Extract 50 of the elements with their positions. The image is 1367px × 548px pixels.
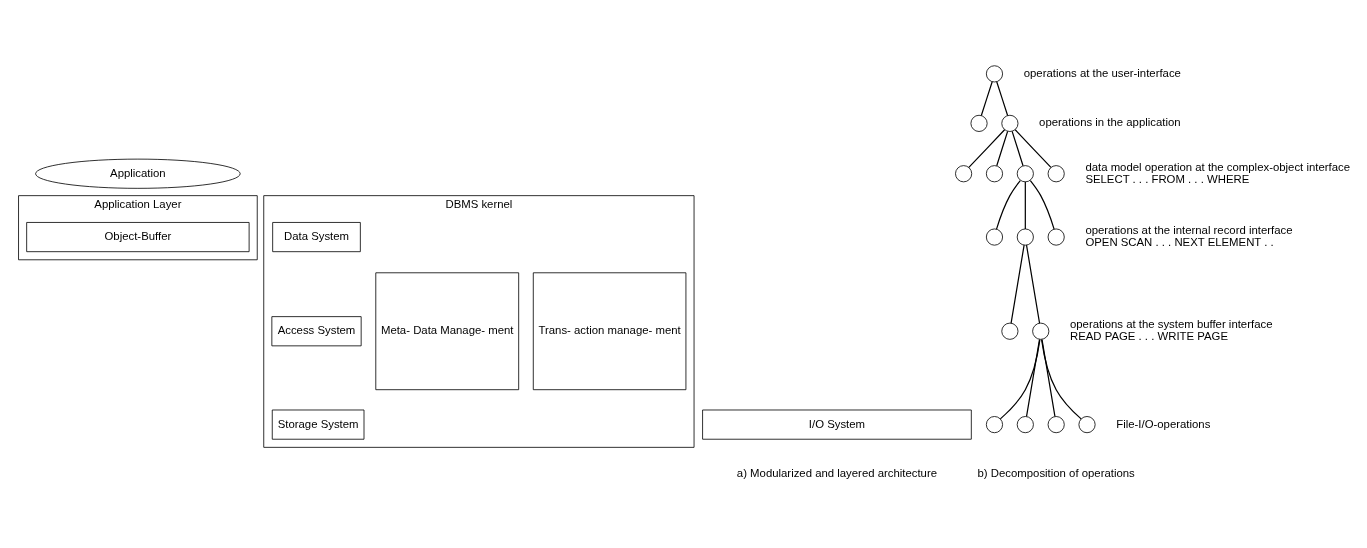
node-circle xyxy=(985,416,1003,434)
connector xyxy=(1011,130,1024,167)
node-box: I/O System xyxy=(702,409,972,440)
connector xyxy=(980,81,993,117)
label: SELECT . . . FROM . . . WHERE xyxy=(1085,172,1250,185)
node-circle xyxy=(1001,322,1019,340)
node-circle xyxy=(985,228,1003,246)
connector xyxy=(996,81,1009,117)
label: OPEN SCAN . . . NEXT ELEMENT . . xyxy=(1085,236,1274,249)
connector xyxy=(1010,244,1025,324)
connector xyxy=(996,130,1009,167)
node-circle xyxy=(985,165,1003,183)
connector xyxy=(968,129,1006,168)
label: operations at the system buffer interface xyxy=(1069,318,1273,331)
label: File-I/O-operations xyxy=(1116,417,1211,430)
node-circle xyxy=(1016,228,1034,246)
label: operations at the user-interface xyxy=(1023,66,1181,79)
node-box: Object-Buffer xyxy=(26,222,250,253)
label: operations at the internal record interface xyxy=(1085,223,1293,236)
node-circle xyxy=(1078,416,1096,434)
node-circle xyxy=(1047,416,1065,434)
node-circle xyxy=(985,65,1003,83)
node-circle xyxy=(1047,228,1065,246)
node-circle xyxy=(1047,165,1065,183)
connector xyxy=(1025,338,1041,418)
connector xyxy=(1024,181,1026,230)
connector xyxy=(1041,338,1056,418)
label: data model operation at the complex-object interface xyxy=(1085,160,1350,173)
node-circle xyxy=(955,165,973,183)
connector xyxy=(999,338,1041,420)
node-box: Meta- Data Manage- ment xyxy=(375,272,520,391)
node-box: Storage System xyxy=(271,409,365,440)
node-circle xyxy=(1016,416,1034,434)
node-box: Access System xyxy=(271,316,362,347)
node-box: Trans- action manage- ment xyxy=(532,272,687,391)
node-circle xyxy=(1032,322,1050,340)
node-circle xyxy=(1016,165,1034,183)
node-ellipse: Application xyxy=(35,158,241,189)
node-box: Data System xyxy=(272,222,361,253)
connector xyxy=(1041,338,1082,420)
connector xyxy=(1014,129,1052,168)
label: a) Modularized and layered architecture xyxy=(736,467,938,480)
connector xyxy=(995,179,1021,230)
connector xyxy=(1029,179,1055,230)
label: operations in the application xyxy=(1039,116,1181,129)
label: b) Decomposition of operations xyxy=(977,467,1135,480)
label: READ PAGE . . . WRITE PAGE xyxy=(1069,330,1228,343)
node-circle xyxy=(1001,114,1019,132)
node-circle xyxy=(970,114,988,132)
connector xyxy=(1025,244,1041,324)
